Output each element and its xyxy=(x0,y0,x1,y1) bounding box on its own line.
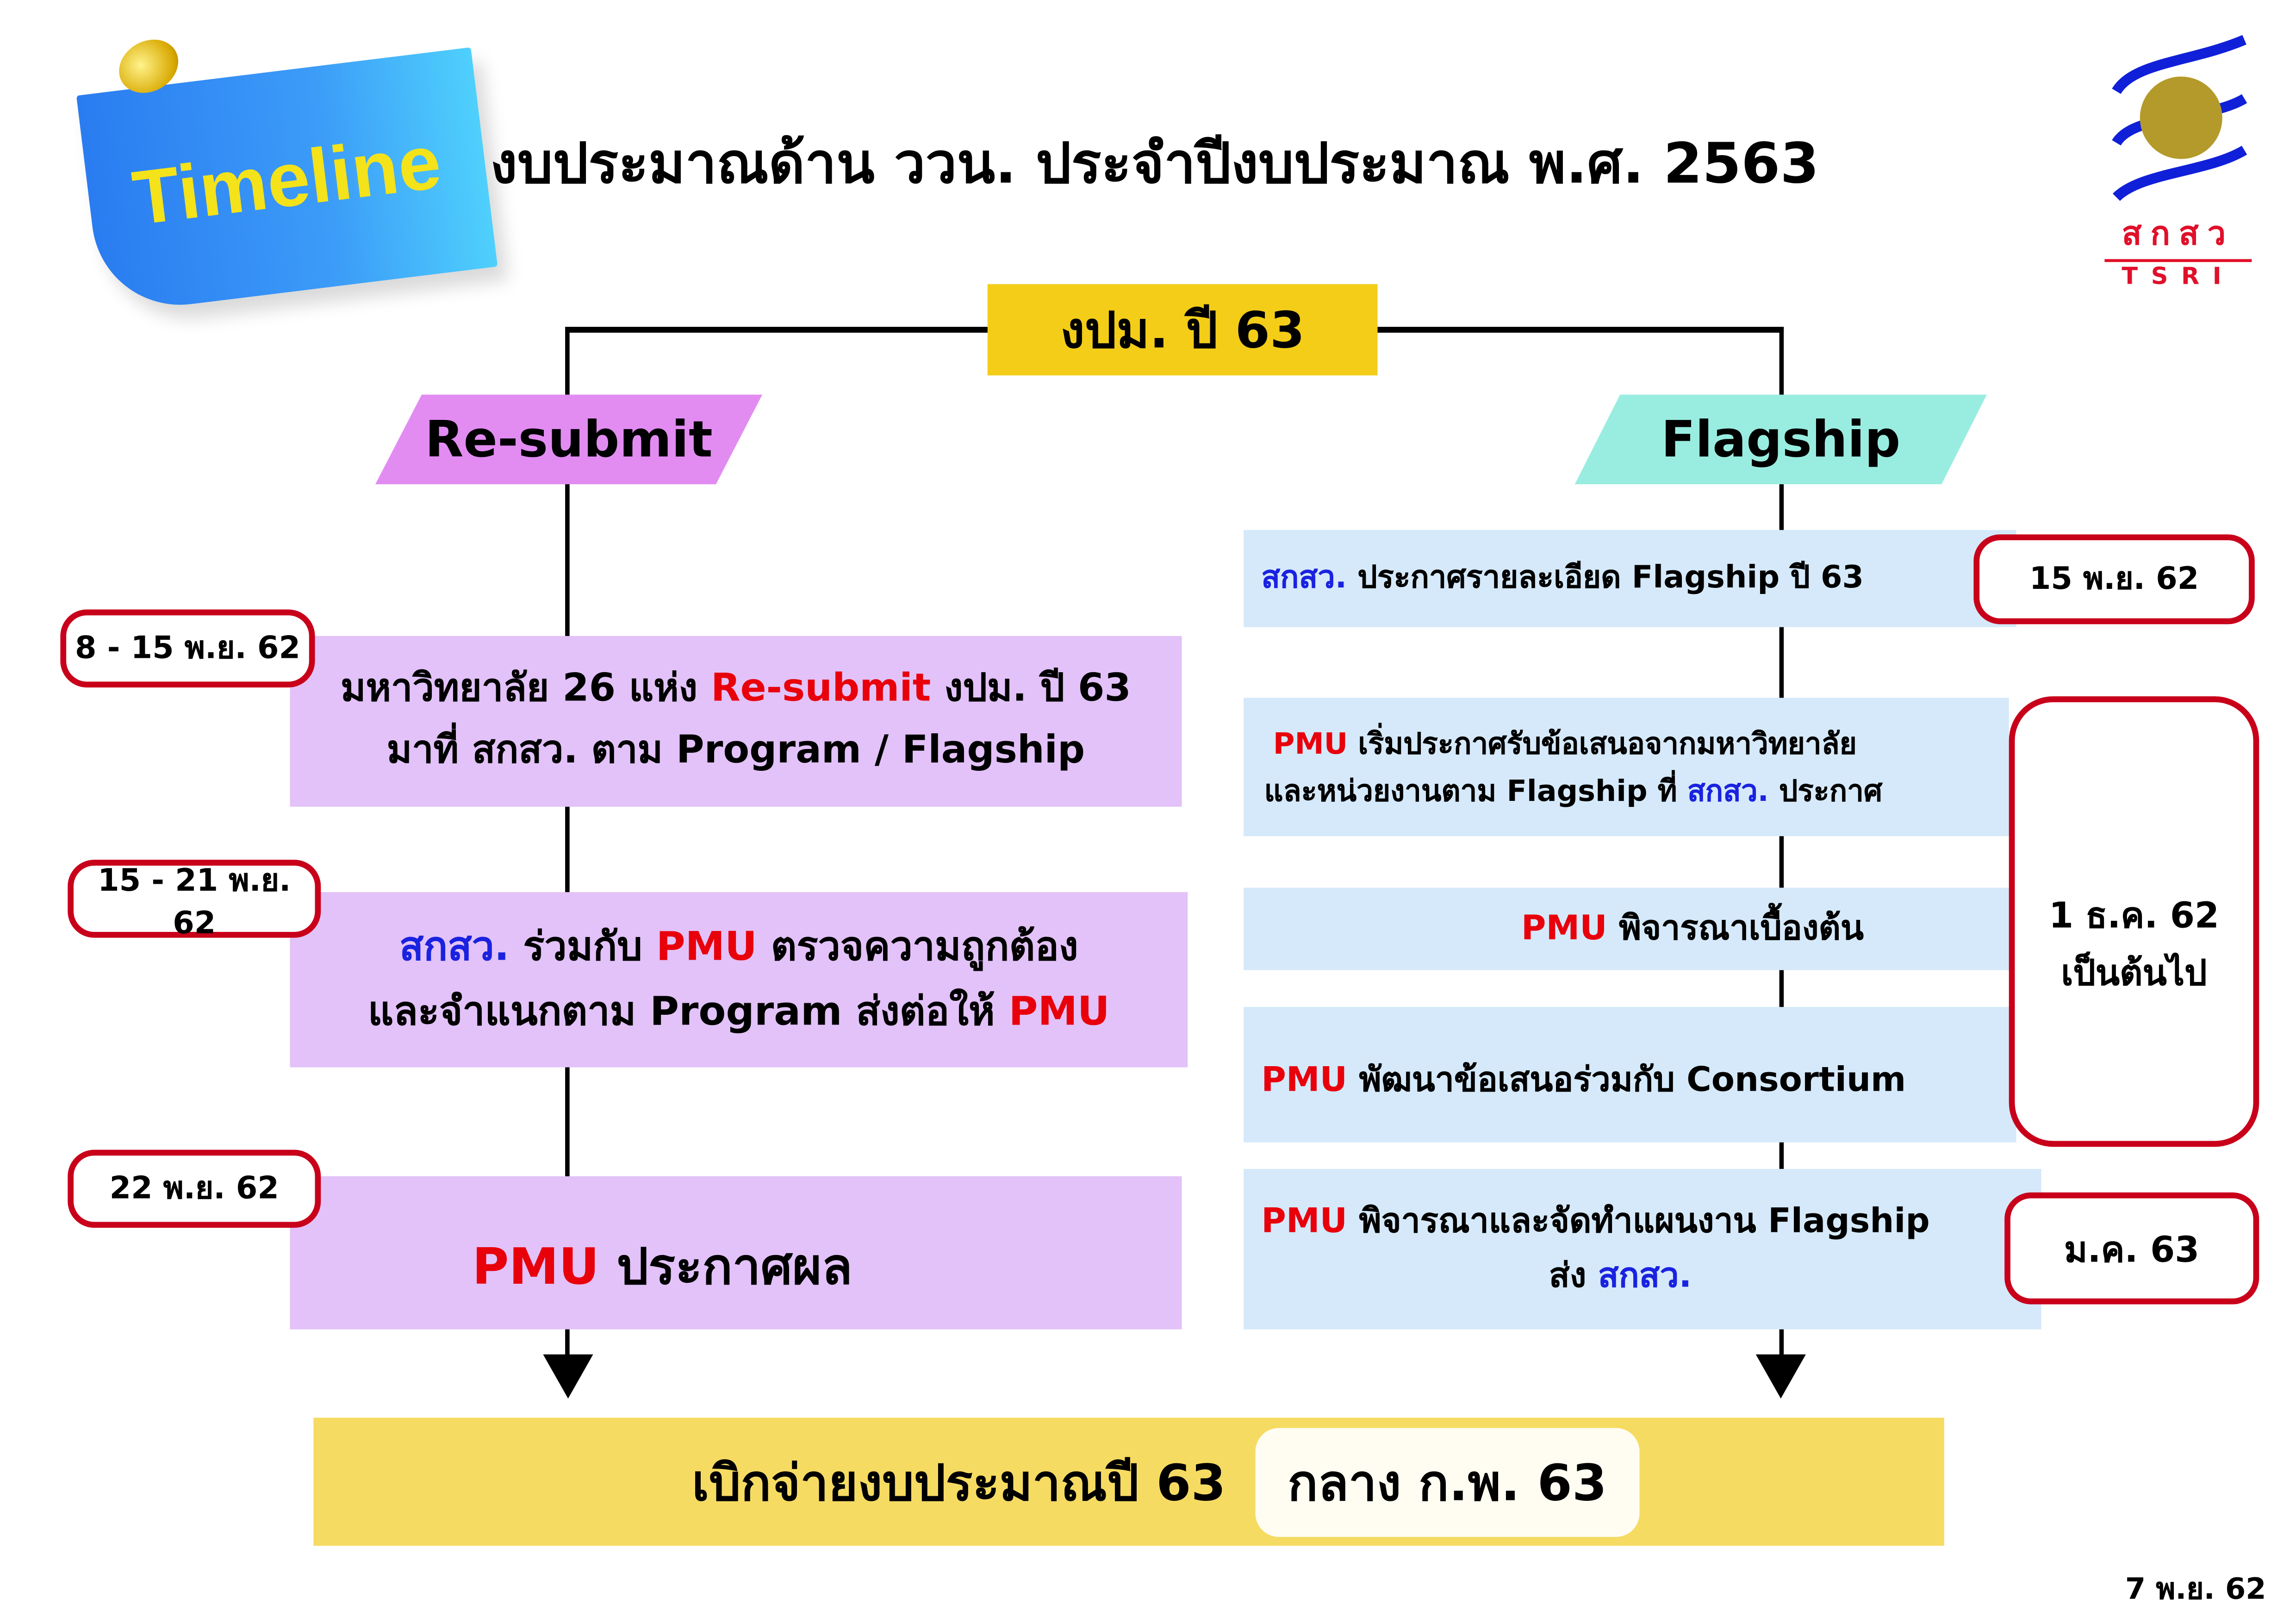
date-text: 22 พ.ย. 62 xyxy=(109,1170,279,1206)
disbursement-bar: เบิกจ่ายงบประมาณปี 63 กลาง ก.พ. 63 xyxy=(313,1418,1944,1546)
disbursement-label: เบิกจ่ายงบประมาณปี 63 xyxy=(691,1454,1226,1513)
text: ประกาศ xyxy=(1768,773,1883,808)
flagship-step-5: PMU พิจารณาและจัดทำแผนงาน Flagship ส่ง ส… xyxy=(1244,1168,2041,1330)
logo-text-th: สกสว xyxy=(2104,207,2252,262)
text: มาที่ สกสว. ตาม Program / Flagship xyxy=(386,729,1085,773)
resubmit-step-2: สกสว. ร่วมกับ PMU ตรวจความถูกต้อง และจำแ… xyxy=(290,892,1188,1068)
date-text: ม.ค. 63 xyxy=(2064,1228,2200,1270)
text: สกสว. xyxy=(399,925,510,971)
text: PMU xyxy=(656,925,757,971)
flagship-step-4: PMU พัฒนาข้อเสนอร่วมกับ Consortium xyxy=(1244,1007,2016,1143)
text: และหน่วยงานตาม Flagship ที่ xyxy=(1264,773,1687,808)
document-date: 7 พ.ย. 62 xyxy=(2125,1571,2266,1606)
flagship-heading: Flagship xyxy=(1574,394,1987,485)
text: PMU xyxy=(472,1237,599,1297)
connector-left xyxy=(565,326,570,1357)
date-text: 1 ธ.ค. 62 xyxy=(2048,895,2220,937)
flagship-step-3: PMU พิจารณาเบื้องต้น xyxy=(1244,887,2009,970)
text: PMU xyxy=(1521,909,1607,948)
text: ร่วมกับ xyxy=(509,925,656,971)
text: ตรวจความถูกต้อง xyxy=(757,925,1078,971)
text: สกสว. xyxy=(1598,1256,1692,1295)
text: PMU xyxy=(1261,1061,1348,1099)
resubmit-step-1: มหาวิทยาลัย 26 แห่ง Re-submit งปม. ปี 63… xyxy=(290,636,1182,807)
text: PMU xyxy=(1261,1202,1348,1241)
resubmit-heading: Re-submit xyxy=(375,394,763,485)
text: งปม. ปี 63 xyxy=(931,667,1131,712)
date-text: เป็นต้นไป xyxy=(2061,952,2207,994)
resubmit-label: Re-submit xyxy=(425,410,713,469)
text: ส่ง xyxy=(1549,1256,1598,1295)
text: PMU xyxy=(1008,988,1110,1034)
globe-wave-icon xyxy=(2112,35,2247,201)
text: และจำแนกตาม Program ส่งต่อให้ xyxy=(368,988,1009,1034)
flagship-step-2: PMU เริ่มประกาศรับข้อเสนอจากมหาวิทยาลัย … xyxy=(1244,698,2009,837)
date-text: 15 พ.ย. 62 xyxy=(2029,561,2199,596)
tsri-logo: สกสว TSRI xyxy=(2104,32,2252,290)
date-badge: 15 พ.ย. 62 xyxy=(1973,534,2255,625)
page-title: งบประมาณด้าน ววน. ประจำปีงบประมาณ พ.ศ. 2… xyxy=(490,131,1819,196)
text: ประกาศรายละเอียด Flagship ปี 63 xyxy=(1347,560,1864,595)
text: พิจารณาและจัดทำแผนงาน Flagship xyxy=(1347,1202,1930,1241)
disbursement-date: กลาง ก.พ. 63 xyxy=(1255,1427,1640,1537)
resubmit-step-3: PMU ประกาศผล xyxy=(290,1176,1182,1330)
text: พิจารณาเบื้องต้น xyxy=(1607,909,1864,948)
date-badge: 8 - 15 พ.ย. 62 xyxy=(60,609,315,688)
text: เริ่มประกาศรับข้อเสนอจากมหาวิทยาลัย xyxy=(1348,725,1857,762)
date-badge: ม.ค. 63 xyxy=(2004,1192,2259,1305)
arrow-down-icon xyxy=(1755,1354,1806,1399)
flagship-label: Flagship xyxy=(1661,410,1901,469)
date-badge: 22 พ.ย. 62 xyxy=(68,1149,321,1228)
text: สกสว. xyxy=(1261,560,1347,595)
text: สกสว. xyxy=(1687,773,1769,808)
text: PMU xyxy=(1273,725,1348,762)
text: มหาวิทยาลัย 26 แห่ง xyxy=(341,667,711,712)
text: ประกาศผล xyxy=(599,1237,852,1297)
date-badge: 1 ธ.ค. 62 เป็นต้นไป xyxy=(2009,696,2259,1147)
connector-right xyxy=(1779,326,1784,1357)
logo-text-en: TSRI xyxy=(2122,262,2235,290)
date-badge: 15 - 21 พ.ย. 62 xyxy=(68,860,321,941)
timeline-label: Timeline xyxy=(128,119,446,243)
date-text: 15 - 21 พ.ย. 62 xyxy=(98,862,291,941)
flagship-step-1: สกสว. ประกาศรายละเอียด Flagship ปี 63 xyxy=(1244,530,2016,627)
date-text: 8 - 15 พ.ย. 62 xyxy=(75,630,300,666)
arrow-down-icon xyxy=(543,1354,593,1399)
budget-node-label: งปม. ปี 63 xyxy=(1060,301,1305,361)
text: Re-submit xyxy=(710,667,931,712)
budget-node: งปม. ปี 63 xyxy=(987,284,1378,375)
text: พัฒนาข้อเสนอร่วมกับ Consortium xyxy=(1347,1061,1906,1099)
